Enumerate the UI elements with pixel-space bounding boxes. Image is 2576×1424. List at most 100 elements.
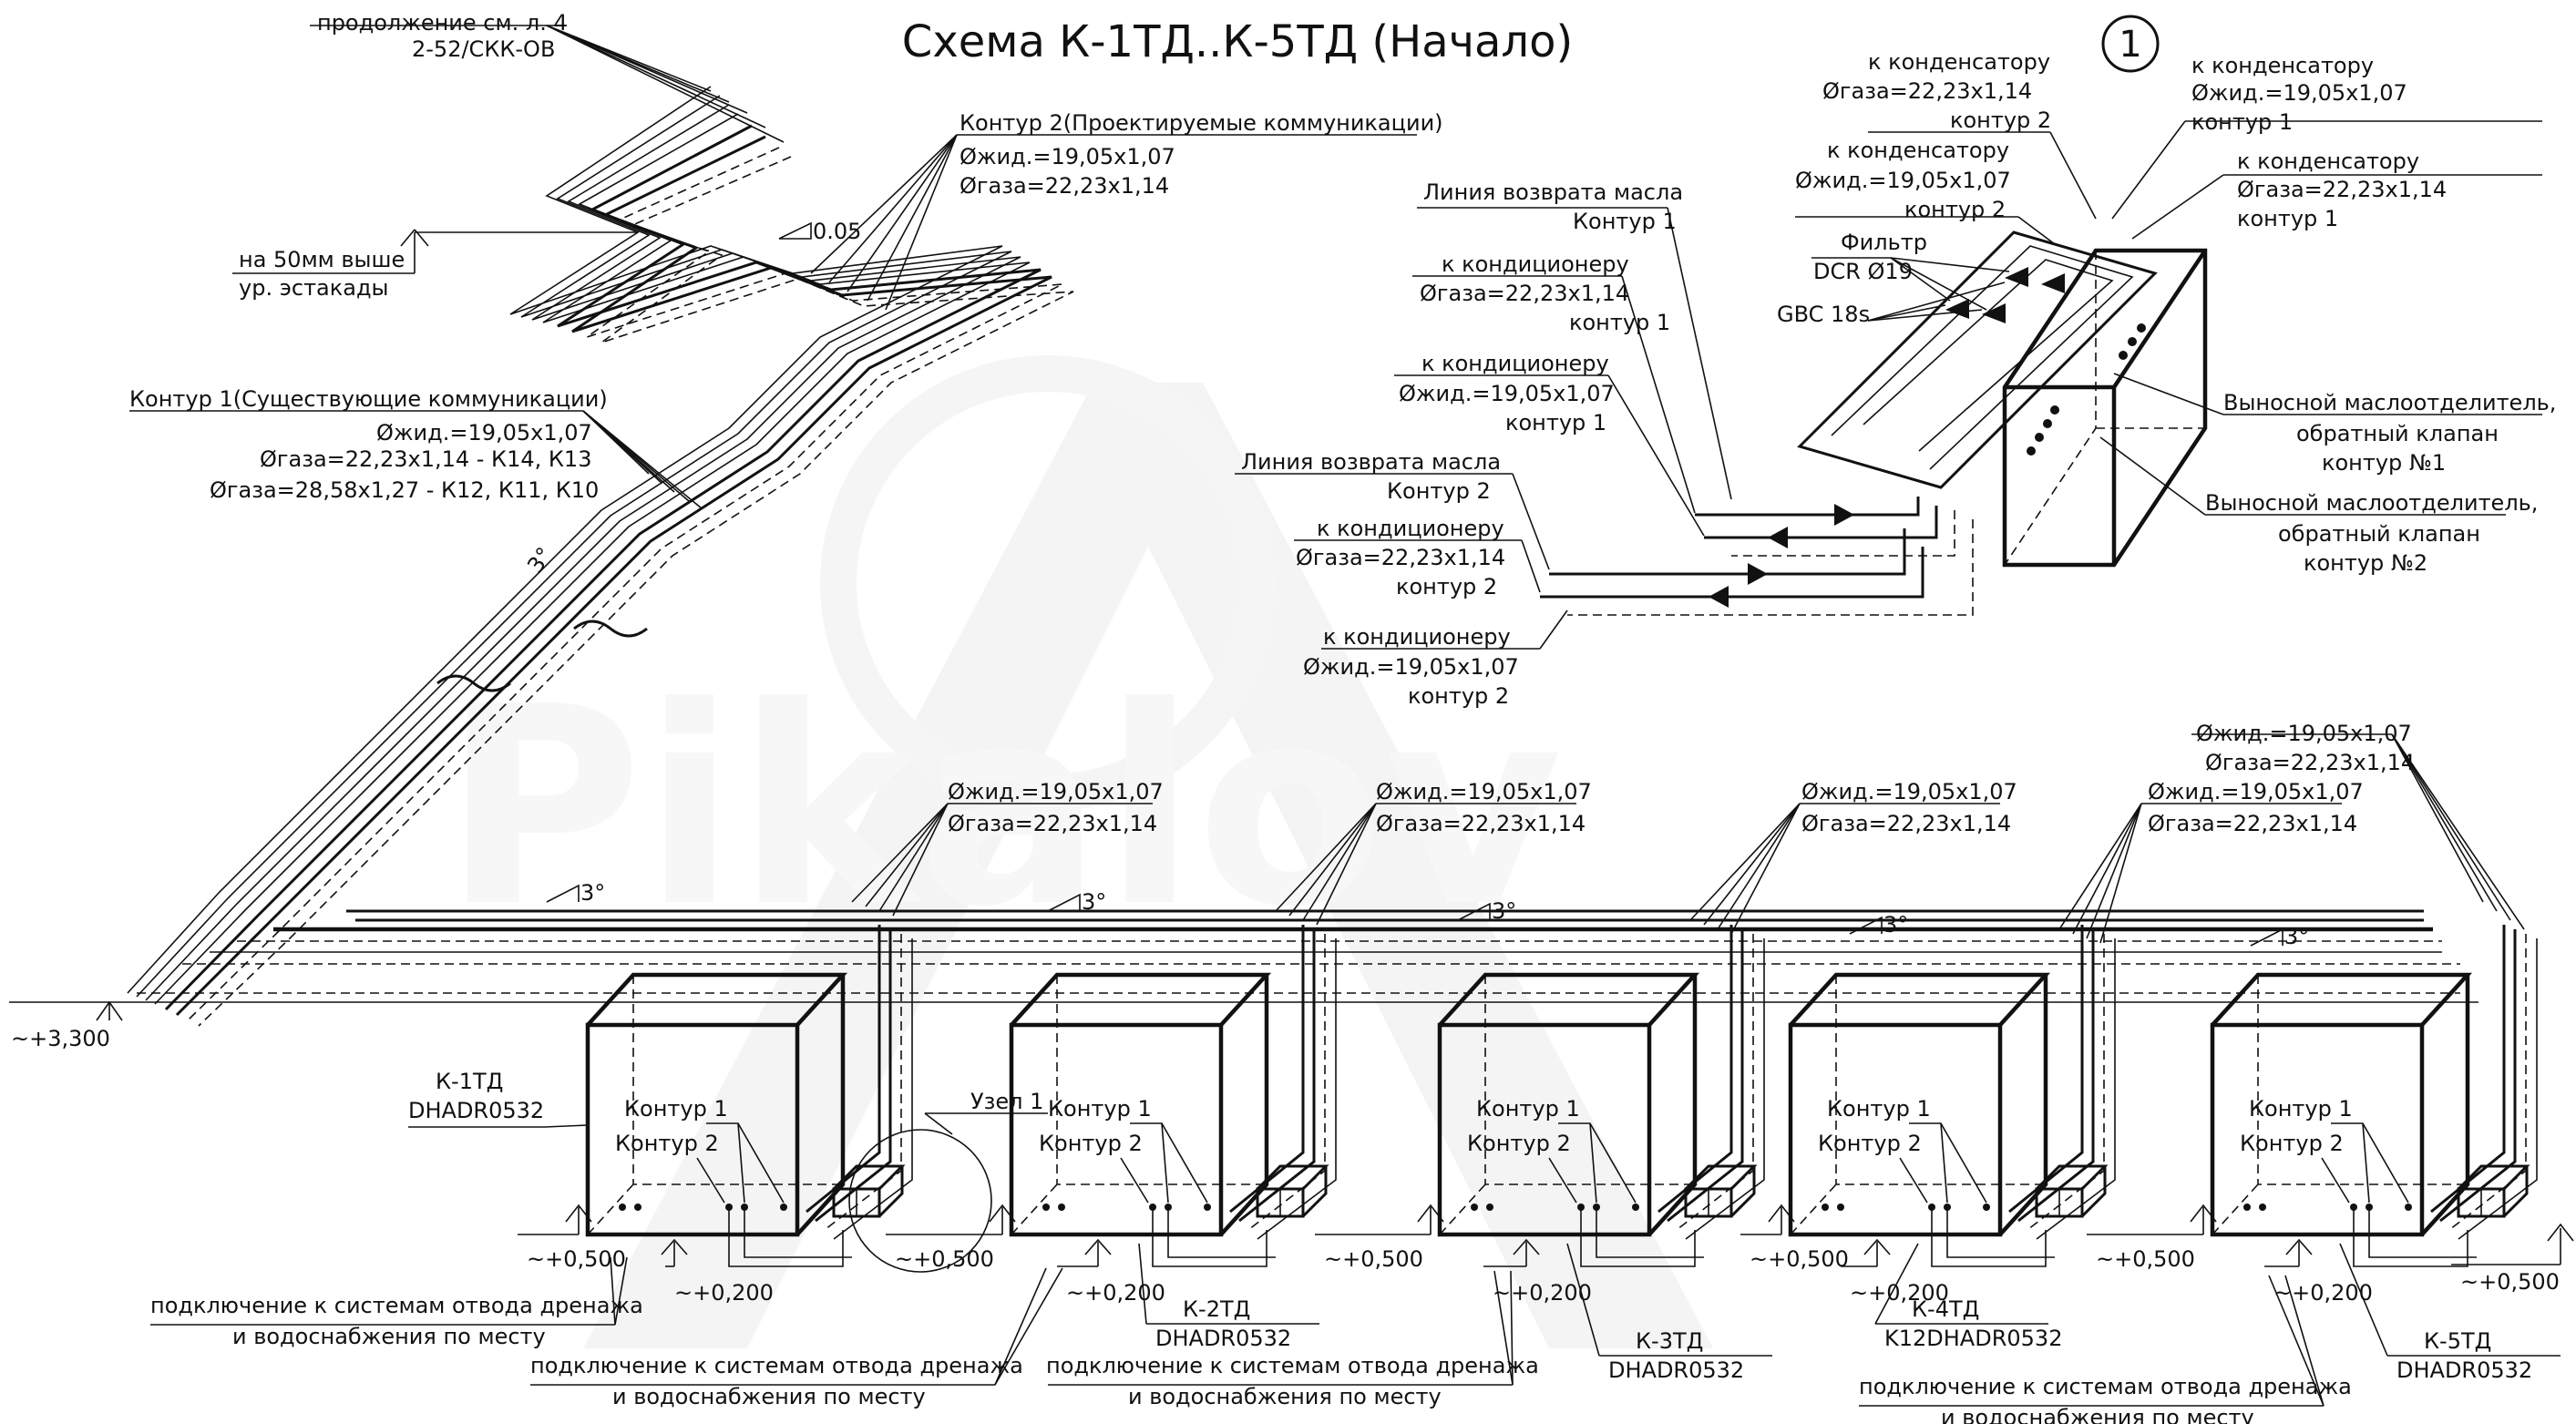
label-to-ac-gas-c1: к кондиционеру Øгаза=22,23x1,14 контур 1 — [1420, 251, 1670, 335]
slope-label-5: 3° — [2284, 924, 2309, 949]
drain-note-line1: подключение к системам отвода дренажа — [150, 1293, 643, 1318]
label-filter: Фильтр DCR Ø19 — [1813, 230, 1927, 284]
unit-model: DHADR0532 — [2396, 1357, 2532, 1383]
svg-text:Линия возврата масла: Линия возврата масла — [1241, 449, 1501, 475]
unit-elevation-200: ~+0,200 — [674, 1280, 774, 1306]
unit-elevation-500: ~+0,500 — [1324, 1246, 1423, 1272]
contour1-gas2: Øгаза=28,58x1,27 - К12, К11, К10 — [210, 477, 599, 503]
slope-label-4: 3° — [1883, 912, 1908, 937]
unit-elevation-500: ~+0,500 — [2096, 1246, 2195, 1272]
svg-text:контур 2: контур 2 — [1950, 108, 2051, 133]
unit-name: К-2ТД — [1183, 1296, 1250, 1322]
drain-note-line2: и водоснабжения по месту — [1941, 1405, 2254, 1424]
svg-text:Øгаза=22,23x1,14: Øгаза=22,23x1,14 — [948, 811, 1157, 836]
pipe-callout-4: Øжид.=19,05x1,07 Øгаза=22,23x1,14 — [2148, 779, 2364, 836]
unit-name: К-1ТД — [436, 1069, 503, 1094]
svg-text:Контур 2: Контур 2 — [1387, 478, 1491, 504]
svg-text:Øжид.=19,05x1,07: Øжид.=19,05x1,07 — [1303, 654, 1519, 680]
scheme-title: Схема К-1ТД..К-5ТД (Начало) — [902, 16, 1573, 67]
label-to-ac-gas-c2: к кондиционеру Øгаза=22,23x1,14 контур 2 — [1296, 516, 1505, 599]
pipe-callout-1: Øжид.=19,05x1,07 Øгаза=22,23x1,14 — [948, 779, 1164, 836]
unit-name: К-4ТД — [1912, 1296, 1979, 1322]
svg-text:к кондиционеру: к кондиционеру — [1442, 251, 1629, 277]
svg-text:DCR Ø19: DCR Ø19 — [1813, 259, 1913, 284]
drain-note-line1: подключение к системам отвода дренажа — [1859, 1374, 2352, 1399]
unit-contour2-label: Контур 2 — [1467, 1131, 1571, 1156]
svg-text:Øжид.=19,05x1,07: Øжид.=19,05x1,07 — [1376, 779, 1592, 804]
node-number: 1 — [2119, 24, 2141, 66]
svg-text:контур 2: контур 2 — [1408, 683, 1509, 709]
drain-note-line1: подключение к системам отвода дренажа — [1046, 1353, 1539, 1378]
pipe-callout-5: Øжид.=19,05x1,07 Øгаза=22,23x1,14 — [2196, 721, 2415, 775]
main-elevation: ~+3,300 — [11, 1026, 110, 1051]
label-to-cond-gas-c2: к конденсатору Øгаза=22,23x1,14 контур 2 — [1822, 49, 2051, 133]
svg-text:Øгаза=22,23x1,14: Øгаза=22,23x1,14 — [1801, 811, 2011, 836]
svg-text:Выносной маслоотделитель,: Выносной маслоотделитель, — [2205, 490, 2538, 516]
svg-text:к конденсатору: к конденсатору — [1868, 49, 2050, 75]
contour2-gas: Øгаза=22,23x1,14 — [960, 173, 1169, 199]
label-oil-return-c2: Линия возврата масла Контур 2 — [1241, 449, 1501, 504]
drain-note-line2: и водоснабжения по месту — [232, 1324, 546, 1349]
label-oil-return-c1: Линия возврата масла Контур 1 — [1423, 179, 1683, 234]
svg-text:обратный клапан: обратный клапан — [2278, 521, 2480, 547]
slope-005: 0.05 — [813, 219, 861, 244]
unit-contour1-label: Контур 1 — [1048, 1096, 1152, 1122]
unit-contour1-label: Контур 1 — [1827, 1096, 1931, 1122]
pipe-callout-2: Øжид.=19,05x1,07 Øгаза=22,23x1,14 — [1376, 779, 1592, 836]
drain-note-line2: и водоснабжения по месту — [612, 1384, 926, 1409]
slope-markers — [546, 884, 2284, 947]
slope-label-3: 3° — [1492, 898, 1516, 924]
svg-text:контур 1: контур 1 — [2191, 109, 2293, 135]
svg-text:Øжид.=19,05x1,07: Øжид.=19,05x1,07 — [948, 779, 1164, 804]
label-to-cond-gas-c1: к конденсатору Øгаза=22,23x1,14 контур 1 — [2237, 149, 2447, 231]
pipe-callout-3: Øжид.=19,05x1,07 Øгаза=22,23x1,14 — [1801, 779, 2017, 836]
svg-text:Øгаза=22,23x1,14: Øгаза=22,23x1,14 — [1376, 811, 1586, 836]
right-block-leaders — [1235, 120, 2542, 650]
height-note-2: ур. эстакады — [239, 275, 389, 301]
main-pipe-run — [109, 909, 2479, 1003]
svg-text:контур №2: контур №2 — [2304, 550, 2427, 576]
contour1-liquid: Øжид.=19,05x1,07 — [376, 420, 592, 446]
unit-contour2-label: Контур 2 — [1818, 1131, 1922, 1156]
drain-note-line1: подключение к системам отвода дренажа — [530, 1353, 1023, 1378]
label-to-ac-liq-c2: к кондиционеру Øжид.=19,05x1,07 контур 2 — [1303, 624, 1519, 709]
right-end-elevation: ~+0,500 — [2460, 1269, 2560, 1295]
svg-text:Øжид.=19,05x1,07: Øжид.=19,05x1,07 — [2148, 779, 2364, 804]
svg-text:обратный клапан: обратный клапан — [2296, 421, 2499, 446]
svg-text:Линия возврата масла: Линия возврата масла — [1423, 179, 1683, 205]
unit-model: K12DHADR0532 — [1884, 1326, 2062, 1351]
svg-text:контур 1: контур 1 — [1505, 410, 1606, 435]
unit-contour1-label: Контур 1 — [624, 1096, 728, 1122]
slope-label-1: 3° — [580, 880, 605, 906]
unit-name: К-5ТД — [2424, 1328, 2491, 1354]
slope-3deg-vertical: 3° — [522, 543, 558, 578]
height-note-marker — [232, 229, 638, 274]
svg-text:контур 1: контур 1 — [1569, 310, 1670, 335]
node-marker-circle — [2101, 15, 2160, 73]
svg-text:Øжид.=19,05x1,07: Øжид.=19,05x1,07 — [1399, 381, 1615, 406]
right-end-elevation-marker — [2451, 1223, 2574, 1265]
contour2-leader — [810, 134, 1417, 311]
continuation-leaders — [310, 25, 785, 143]
label-separator-2: Выносной маслоотделитель, обратный клапа… — [2205, 490, 2538, 576]
svg-text:Контур 1: Контур 1 — [1573, 209, 1677, 234]
node-1-label: Узел 1 — [970, 1089, 1043, 1114]
svg-text:Øгаза=22,23x1,14: Øгаза=22,23x1,14 — [2148, 811, 2357, 836]
node-1-circle — [848, 1129, 992, 1273]
svg-text:к конденсатору: к конденсатору — [1827, 138, 2009, 163]
svg-text:Øжид.=19,05x1,07: Øжид.=19,05x1,07 — [2196, 721, 2412, 746]
unit-elevation-200: ~+0,200 — [1850, 1280, 1949, 1306]
svg-text:Øжид.=19,05x1,07: Øжид.=19,05x1,07 — [2191, 80, 2407, 106]
watermark-text: Pikalov — [442, 649, 1562, 967]
svg-text:контур 2: контур 2 — [1904, 197, 2006, 222]
height-note-1: на 50мм выше — [239, 247, 405, 272]
unit-contour1-label: Контур 1 — [1476, 1096, 1580, 1122]
label-to-cond-liq-c2: к конденсатору Øжид.=19,05x1,07 контур 2 — [1795, 138, 2011, 222]
sheet-code: 2-52/СКК-ОВ — [412, 36, 555, 62]
svg-text:к кондиционеру: к кондиционеру — [1421, 351, 1609, 376]
svg-text:к конденсатору: к конденсатору — [2237, 149, 2419, 174]
